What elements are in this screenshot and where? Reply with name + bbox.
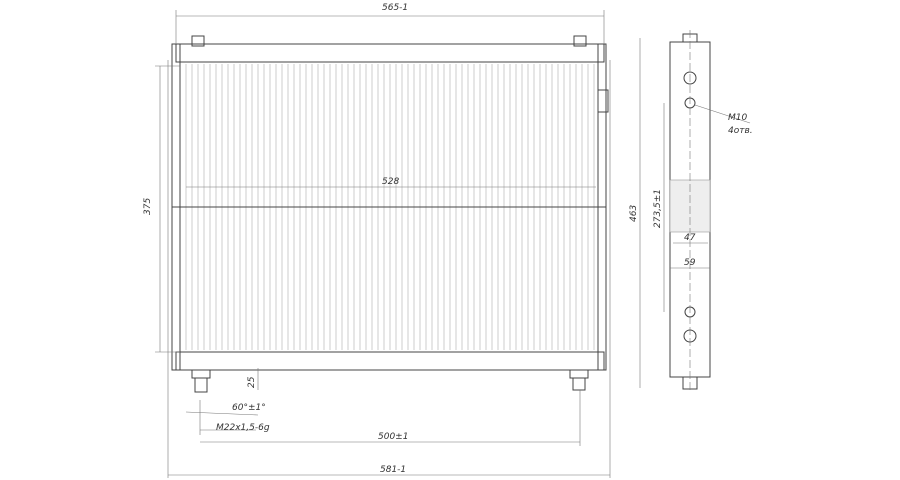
side-view: [639, 30, 751, 392]
dim-tank-depth: 59: [684, 258, 696, 268]
mount-thread-label: M10: [728, 113, 747, 123]
dim-overall-height: 463: [629, 205, 639, 222]
top-tank: [175, 43, 605, 63]
right-fitting-nut: [569, 369, 589, 379]
dim-thread: M22x1,5-6g: [216, 423, 270, 433]
side-bracket: [597, 89, 609, 113]
dim-fitting-height: 25: [247, 376, 257, 388]
dim-mount-spacing: 273,5±1: [653, 189, 663, 228]
dimension-lines: [155, 10, 611, 478]
top-right-bolt: [573, 35, 587, 47]
dim-core-width: 528: [382, 177, 399, 187]
bottom-tank: [175, 351, 605, 371]
mount-count-label: 4отв.: [728, 126, 753, 136]
dim-core-height: 375: [143, 198, 153, 215]
front-view: [171, 35, 609, 393]
left-fitting: [194, 377, 208, 393]
upper-hole: [683, 71, 697, 85]
dim-core-depth: 47: [684, 233, 696, 243]
dim-overall-width-bottom: 581-1: [380, 465, 406, 475]
dim-cone-angle: 60°±1°: [232, 403, 266, 413]
left-fitting-nut: [191, 369, 211, 379]
right-fitting: [572, 377, 586, 391]
dim-fitting-spacing: 500±1: [378, 432, 408, 442]
top-left-bolt: [191, 35, 205, 47]
dim-overall-width-top: 565-1: [382, 3, 408, 13]
